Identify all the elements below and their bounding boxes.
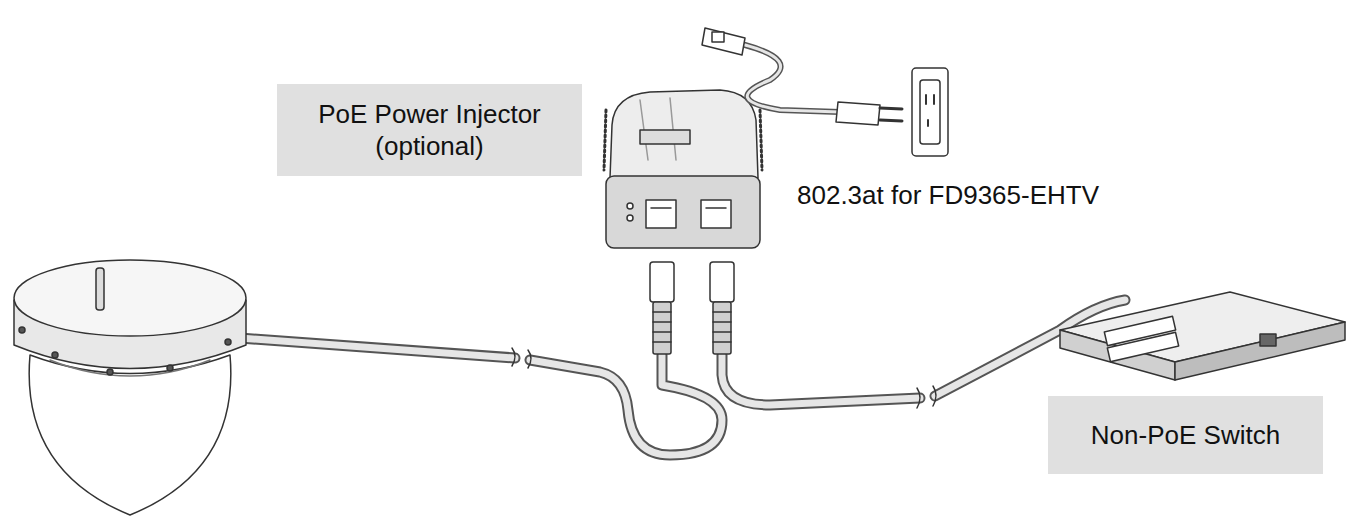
network-switch	[1060, 292, 1345, 380]
power-cord	[702, 28, 948, 156]
label-box: Non-PoE Switch	[1048, 396, 1323, 474]
label-text: Non-PoE Switch	[1091, 419, 1280, 452]
label-box: PoE Power Injector (optional)	[277, 84, 582, 176]
switch-cable	[722, 300, 1125, 408]
camera-cable	[240, 338, 722, 455]
note-label: 802.3at for FD9365-EHTV	[797, 180, 1099, 211]
poe-injector	[604, 90, 762, 248]
dome-camera	[14, 260, 246, 515]
label-text: PoE Power Injector (optional)	[289, 98, 570, 163]
rj45-plug	[650, 262, 734, 354]
